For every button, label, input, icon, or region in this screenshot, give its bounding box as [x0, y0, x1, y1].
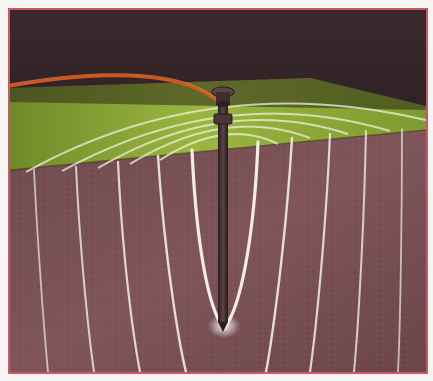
ground-rod [218, 106, 228, 322]
rod-head-base [216, 101, 230, 107]
ground-rod-illustration [10, 10, 426, 372]
illustration-frame [8, 8, 428, 374]
rod-clamp [214, 114, 232, 124]
